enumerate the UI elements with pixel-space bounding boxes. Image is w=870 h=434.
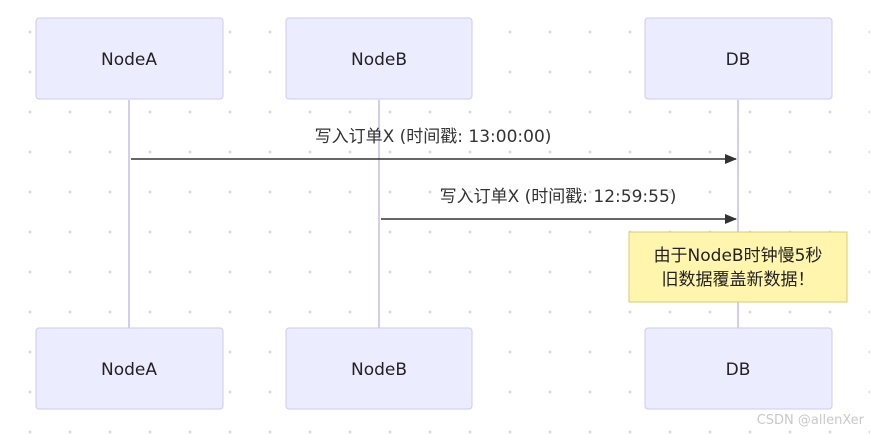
actor-nodeb-top: NodeB [285,17,473,100]
actor-label: DB [726,50,751,70]
actor-label: NodeA [101,50,157,70]
note: 由于NodeB时钟慢5秒 旧数据覆盖新数据！ [628,231,848,303]
actor-label: NodeB [351,50,407,70]
actor-db-top: DB [644,17,833,100]
message-2: 写入订单X (时间戳: 12:59:55) [381,187,737,224]
message-label: 写入订单X (时间戳: 12:59:55) [440,187,677,207]
message-label: 写入订单X (时间戳: 13:00:00) [315,127,552,147]
actor-db-bottom: DB [644,327,833,410]
note-line-2: 旧数据覆盖新数据！ [662,270,815,290]
actor-label: DB [726,360,751,380]
actor-label: NodeB [351,360,407,380]
actor-nodea-bottom: NodeA [35,327,224,410]
watermark: CSDN @allenXer [756,413,864,428]
note-line-1: 由于NodeB时钟慢5秒 [654,245,823,266]
actor-nodeb-bottom: NodeB [285,327,473,410]
actor-label: NodeA [101,360,157,380]
message-1: 写入订单X (时间戳: 13:00:00) [131,127,737,164]
actor-nodea-top: NodeA [35,17,224,100]
